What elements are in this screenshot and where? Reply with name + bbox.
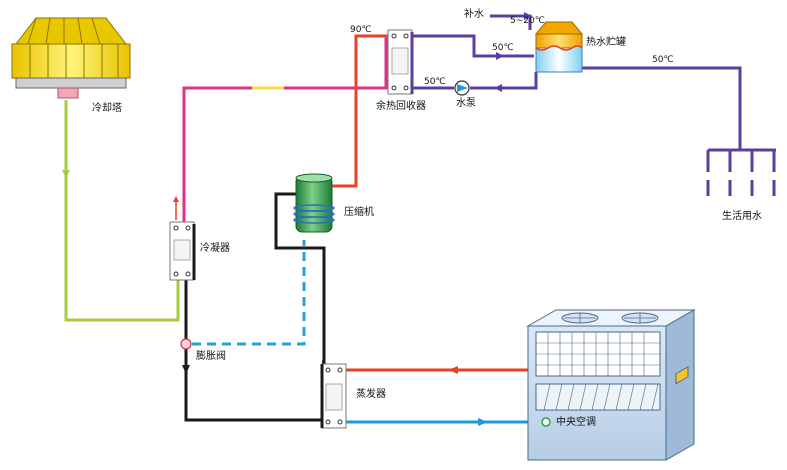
makeup-arrow xyxy=(524,12,532,20)
central-ac-unit xyxy=(526,309,696,461)
expansion-valve xyxy=(180,338,192,350)
heat-recovery-unit xyxy=(387,29,414,95)
expansion-dash-pipe xyxy=(192,240,306,346)
evaporator-label: 蒸发器 xyxy=(356,389,386,400)
temp-domestic-out: 50℃ xyxy=(652,55,674,65)
tank-in-arrow xyxy=(496,52,504,60)
domestic-water-label: 生活用水 xyxy=(722,211,762,222)
return-arrow xyxy=(494,84,502,92)
temp-makeup-range: 5~20℃ xyxy=(510,16,545,26)
compressor-unit xyxy=(293,173,335,233)
chilled-supply-arrow xyxy=(478,418,488,426)
expansion-valve-label: 膨胀阀 xyxy=(196,351,226,362)
cooling-tower xyxy=(11,17,131,99)
hot-water-tank-label: 热水贮罐 xyxy=(586,37,626,48)
hot-water-tank xyxy=(534,21,584,73)
cooling-flow-arrow xyxy=(62,170,70,178)
chilled-return-arrow xyxy=(448,366,458,374)
hot-refrigerant-pipe xyxy=(332,34,390,188)
makeup-water-label: 补水 xyxy=(464,9,484,20)
condenser-unit xyxy=(169,221,196,281)
compressor-label: 压缩机 xyxy=(344,207,374,218)
hot-water-pipe xyxy=(412,14,776,196)
condenser-label: 冷凝器 xyxy=(200,243,230,254)
cooling-water-pipe xyxy=(64,100,180,322)
liquid-flow-arrow xyxy=(182,365,190,374)
cooling-tower-label: 冷却塔 xyxy=(92,103,122,114)
ac-indicator-icon xyxy=(541,417,551,427)
temp-recovery-out: 50℃ xyxy=(424,77,446,87)
chilled-water-pipes xyxy=(346,368,530,424)
central-ac-label: 中央空调 xyxy=(556,417,596,428)
temp-tank-in: 50℃ xyxy=(492,43,514,53)
evaporator-unit xyxy=(320,363,347,429)
water-pump xyxy=(454,80,470,96)
water-pump-label: 水泵 xyxy=(456,98,476,109)
liquid-line-pipe xyxy=(184,192,326,422)
heat-recovery-label: 余热回收器 xyxy=(376,101,426,112)
temp-compressor-out: 90℃ xyxy=(350,25,372,35)
